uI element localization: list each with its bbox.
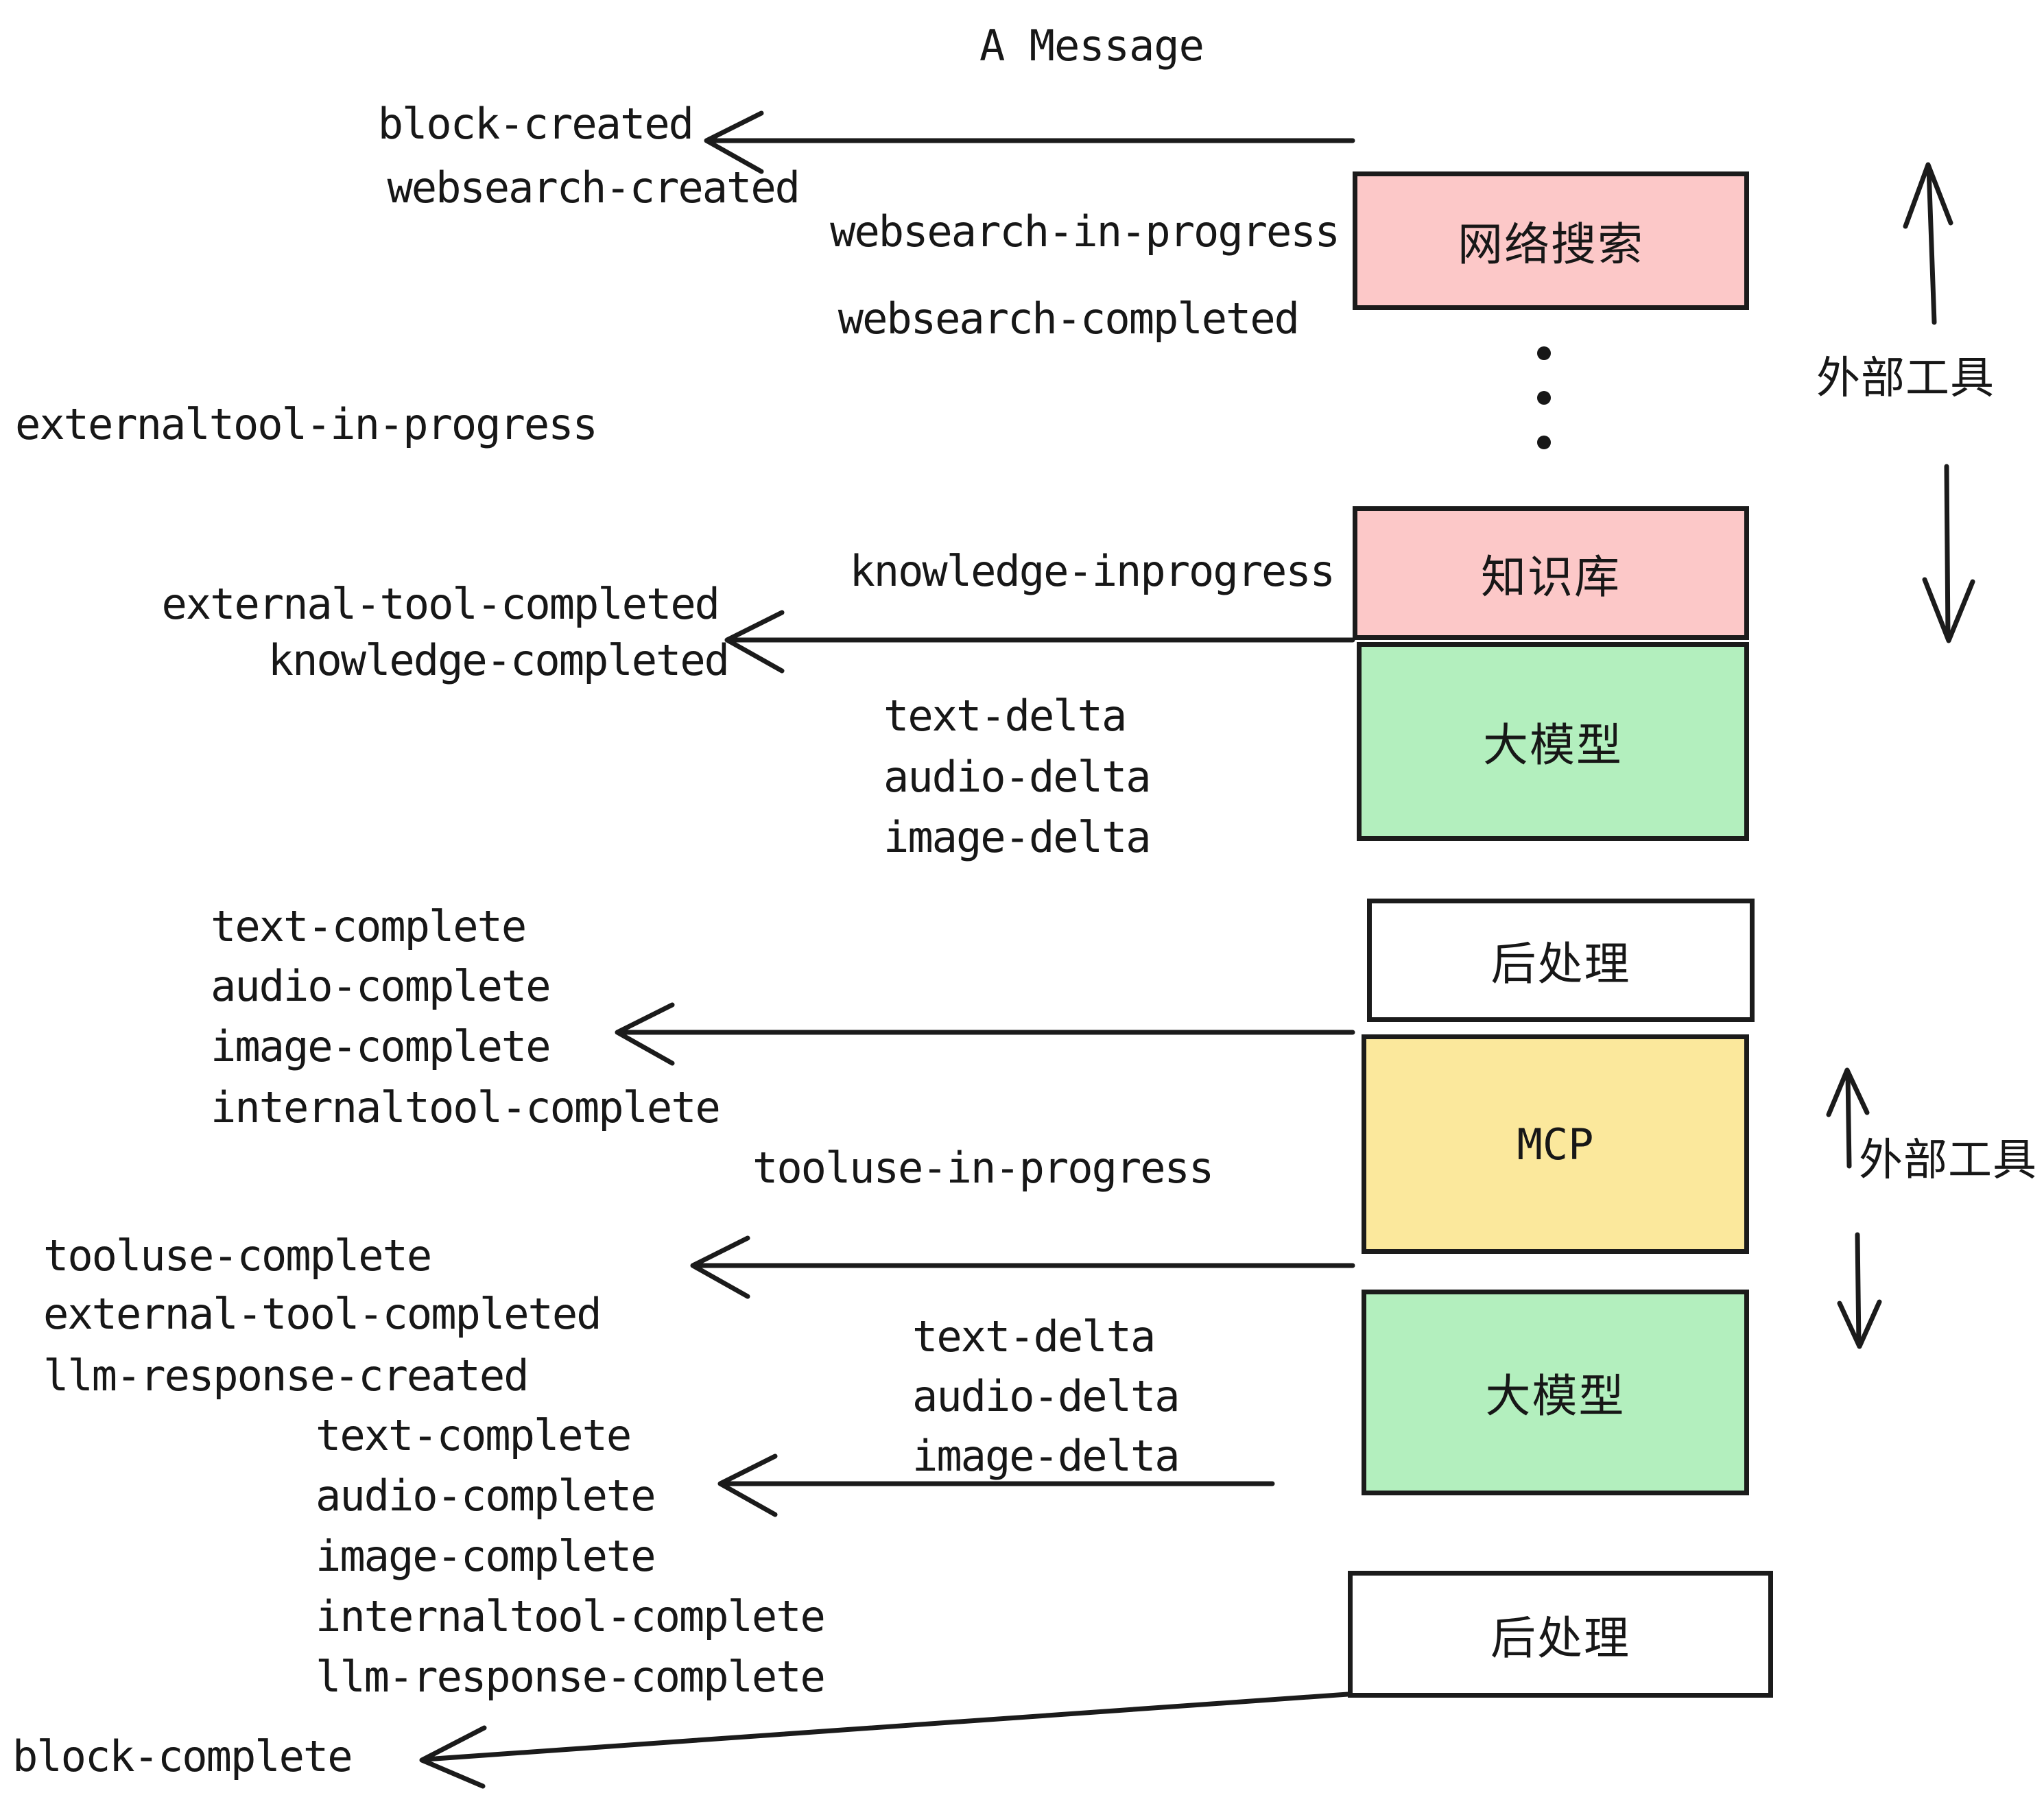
event-internaltool-complete-1: internaltool-complete [211, 1082, 721, 1132]
diagram-title: A Message [979, 21, 1204, 71]
arrow-mcp-to-tooluse-complete [690, 1235, 1355, 1299]
event-llm-response-created: llm-response-created [43, 1351, 530, 1401]
event-image-complete-1: image-complete [211, 1021, 551, 1071]
event-tooluse-in-progress: tooluse-in-progress [752, 1143, 1214, 1193]
event-image-delta-2: image-delta [912, 1431, 1180, 1481]
arrow-external-tools-top-down [1922, 464, 1975, 643]
event-block-complete: block-complete [12, 1731, 353, 1781]
event-block-created: block-created [377, 99, 694, 149]
arrow-external-tools-bottom-down [1837, 1232, 1882, 1349]
event-text-complete-2: text-complete [316, 1410, 632, 1460]
ellipsis-dots [1536, 346, 1552, 449]
event-text-complete-1: text-complete [211, 901, 527, 951]
dot-3 [1537, 436, 1551, 449]
node-mcp[interactable]: MCP [1362, 1034, 1749, 1254]
event-audio-complete-2: audio-complete [316, 1471, 656, 1521]
node-postprocess-1-label: 后处理 [1490, 938, 1631, 990]
event-websearch-in-progress: websearch-in-progress [830, 206, 1340, 257]
dot-2 [1537, 391, 1551, 405]
arrow-websearch-to-block-created [704, 110, 1355, 174]
event-internaltool-complete-2: internaltool-complete [316, 1591, 826, 1641]
event-websearch-completed: websearch-completed [837, 294, 1300, 344]
node-knowledge[interactable]: 知识库 [1353, 506, 1749, 640]
node-llm-2-label: 大模型 [1485, 1370, 1626, 1423]
arrow-post2-to-block-complete [419, 1692, 1351, 1789]
event-external-tool-completed-2: external-tool-completed [43, 1289, 602, 1339]
node-postprocess-2[interactable]: 后处理 [1348, 1571, 1773, 1698]
node-postprocess-1[interactable]: 后处理 [1367, 899, 1755, 1022]
node-websearch[interactable]: 网络搜索 [1353, 171, 1749, 310]
event-externaltool-in-progress: externaltool-in-progress [15, 399, 598, 449]
event-text-delta-2: text-delta [912, 1312, 1156, 1362]
event-image-delta-1: image-delta [883, 812, 1152, 862]
event-knowledge-inprogress: knowledge-inprogress [849, 546, 1335, 596]
dot-1 [1537, 346, 1551, 360]
node-llm-1-label: 大模型 [1483, 719, 1623, 772]
node-postprocess-2-label: 后处理 [1490, 1611, 1630, 1665]
event-audio-delta-2: audio-delta [912, 1371, 1180, 1421]
node-websearch-label: 网络搜索 [1458, 218, 1644, 271]
node-llm-1[interactable]: 大模型 [1357, 642, 1749, 841]
event-llm-response-complete: llm-response-complete [316, 1652, 826, 1702]
node-mcp-label: MCP [1517, 1119, 1594, 1170]
node-knowledge-label: 知识库 [1481, 550, 1621, 604]
event-knowledge-completed: knowledge-completed [268, 635, 730, 685]
event-websearch-created: websearch-created [387, 163, 800, 213]
side-label-external-tools-bottom: 外部工具 [1859, 1135, 2037, 1186]
event-text-delta-1: text-delta [883, 691, 1127, 741]
arrow-knowledge-to-knowledge-completed [724, 610, 1355, 674]
event-external-tool-completed-1: external-tool-completed [161, 579, 720, 629]
node-llm-2[interactable]: 大模型 [1362, 1290, 1749, 1495]
event-audio-delta-1: audio-delta [883, 752, 1152, 802]
event-tooluse-complete: tooluse-complete [43, 1231, 432, 1281]
arrow-external-tools-top-up [1903, 162, 1953, 325]
event-image-complete-2: image-complete [316, 1531, 656, 1581]
event-audio-complete-1: audio-complete [211, 961, 551, 1011]
side-label-external-tools-top: 外部工具 [1816, 353, 1995, 404]
arrow-post1-to-image-complete [615, 1002, 1355, 1066]
